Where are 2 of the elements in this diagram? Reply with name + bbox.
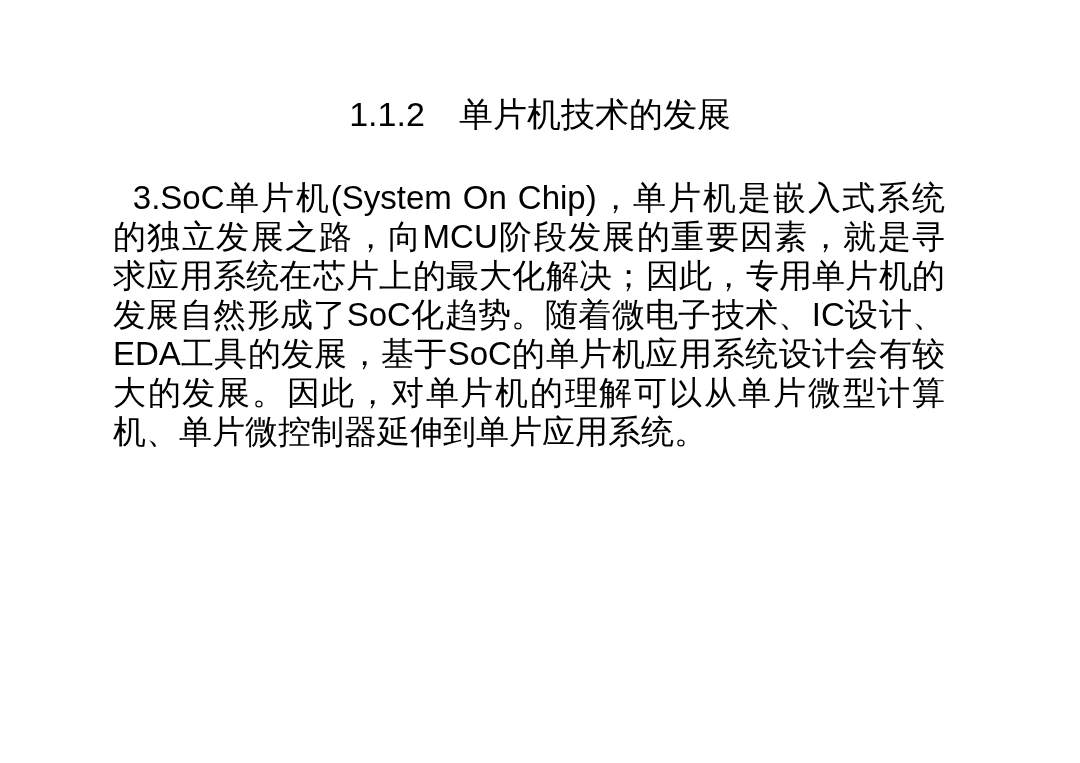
body-paragraph: 3.SoC单片机(System On Chip)，单片机是嵌入式系统的独立发展之路，向MCU阶段发展的重要因素，就是寻求应用系统在芯片上的最大化解决；因此，专用单片机的发展自然形成了SoC化趋势。随着微电子技术、IC设计、EDA工具的发展，基于SoC的单片机应用系统设计会有较大的发展。因此，对单片机的理解可以从单片微型计算机、单片微控制器延伸到单片应用系统。: [113, 178, 945, 451]
slide-title: 1.1.2 单片机技术的发展: [348, 94, 732, 135]
